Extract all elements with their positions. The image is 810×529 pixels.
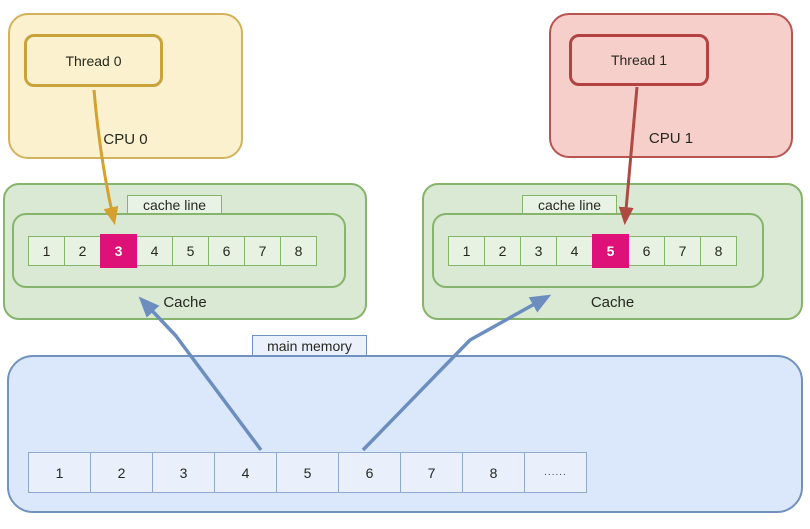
cpu1-label: CPU 1 — [648, 130, 694, 147]
cpu0-label: CPU 0 — [103, 131, 148, 148]
cache1-label: Cache — [590, 294, 635, 311]
memory-cell-1: 1 — [28, 452, 91, 493]
cache0-label: Cache — [163, 294, 207, 311]
memory-cell-6: 6 — [338, 452, 401, 493]
cache1-cell-8: 8 — [700, 236, 737, 266]
thread0-box: Thread 0 — [24, 34, 163, 87]
cache0-cell-row: 1 2 3 4 5 6 7 8 — [28, 234, 317, 268]
thread0-label: Thread 0 — [65, 52, 122, 69]
memory-cell-5: 5 — [276, 452, 339, 493]
cache0-cell-8: 8 — [280, 236, 317, 266]
thread1-box: Thread 1 — [569, 34, 709, 86]
cache1-box: cache line 1 2 3 4 5 6 7 8 Cache — [422, 183, 803, 320]
cache1-cell-row: 1 2 3 4 5 6 7 8 — [448, 234, 737, 268]
memory-cell-7: 7 — [400, 452, 463, 493]
memory-cell-ellipsis: ...... — [524, 452, 587, 493]
cache0-cell-3-highlighted: 3 — [100, 234, 137, 268]
main-memory-label: main memory — [252, 335, 367, 356]
cache1-cell-5-highlighted: 5 — [592, 234, 629, 268]
thread1-label: Thread 1 — [610, 52, 668, 68]
cache1-cell-3: 3 — [520, 236, 557, 266]
cpu1-box: Thread 1 CPU 1 — [549, 13, 793, 158]
cache0-line-container: 1 2 3 4 5 6 7 8 — [12, 213, 346, 288]
cache0-cell-5: 5 — [172, 236, 209, 266]
cache1-cell-2: 2 — [484, 236, 521, 266]
main-memory-box: 1 2 3 4 5 6 7 8 ...... — [7, 355, 803, 513]
main-memory-cell-row: 1 2 3 4 5 6 7 8 ...... — [28, 452, 587, 493]
cache0-cell-6: 6 — [208, 236, 245, 266]
cache0-cell-2: 2 — [64, 236, 101, 266]
cache0-box: cache line 1 2 3 4 5 6 7 8 Cache — [3, 183, 367, 320]
cpu0-box: Thread 0 CPU 0 — [8, 13, 243, 159]
memory-cell-3: 3 — [152, 452, 215, 493]
cache0-cell-4: 4 — [136, 236, 173, 266]
cache0-cell-1: 1 — [28, 236, 65, 266]
memory-cell-8: 8 — [462, 452, 525, 493]
cache1-cell-4: 4 — [556, 236, 593, 266]
cache1-cell-1: 1 — [448, 236, 485, 266]
memory-cell-2: 2 — [90, 452, 153, 493]
cache1-line-label: cache line — [522, 195, 617, 214]
cache0-cell-7: 7 — [244, 236, 281, 266]
cache0-line-label: cache line — [127, 195, 222, 214]
cache1-cell-6: 6 — [628, 236, 665, 266]
cache1-line-container: 1 2 3 4 5 6 7 8 — [432, 213, 764, 288]
cache1-cell-7: 7 — [664, 236, 701, 266]
memory-cell-4: 4 — [214, 452, 277, 493]
